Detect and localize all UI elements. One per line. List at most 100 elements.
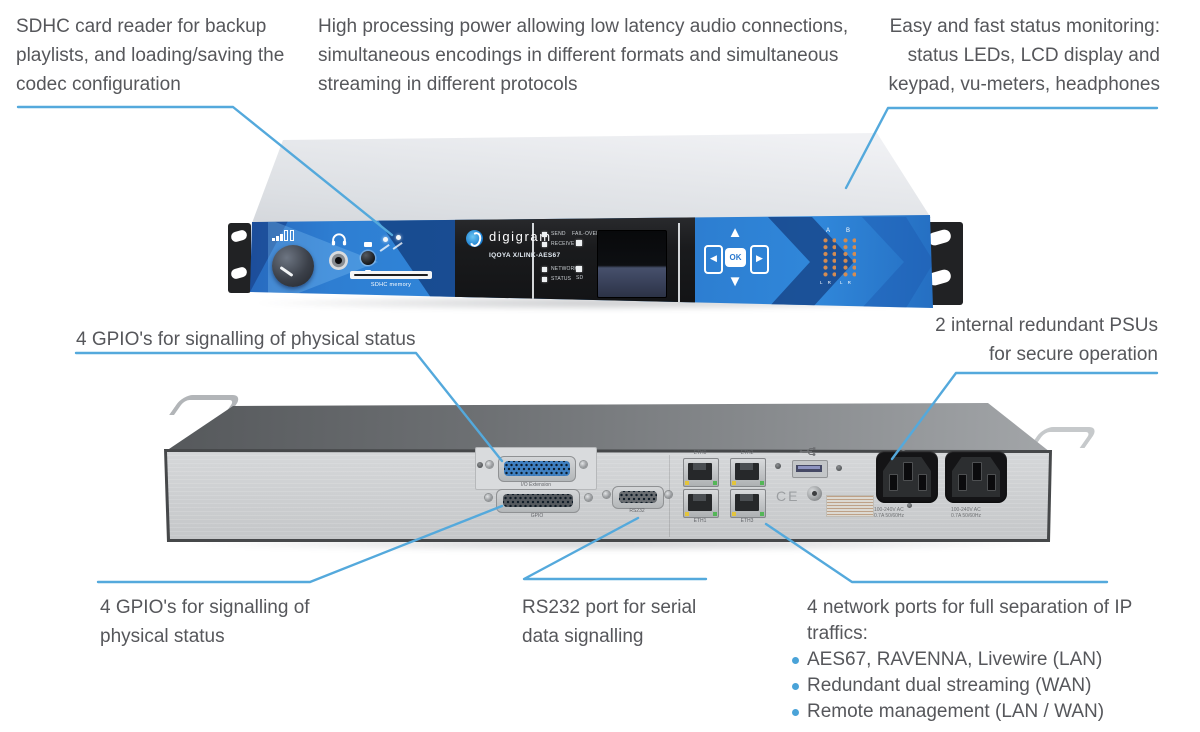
network-led-label: NETWORK (551, 266, 578, 272)
navigation-keypad: ▲ ▼ ◀ ▶ OK (704, 224, 769, 289)
screw (585, 494, 592, 501)
eth2-port (730, 458, 766, 487)
gpio-label: GPIO (530, 513, 544, 519)
lcd-display (597, 230, 667, 298)
note-gpio-bottom: 4 GPIO's for signalling of physical stat… (100, 597, 310, 647)
receive-led (542, 242, 547, 247)
screw (603, 491, 610, 498)
usb-port (792, 460, 828, 478)
eth0-label: ETH0 (693, 450, 707, 456)
vu-led-column-a (821, 237, 836, 278)
brand-text: digigram (489, 229, 552, 244)
rack-hole (229, 265, 249, 281)
eth3-port (730, 489, 766, 518)
arrow-right-button: ▶ (750, 245, 769, 274)
mic-button (361, 251, 375, 265)
sdhc-card-slot (350, 271, 432, 279)
note-network-ports: 4 network ports for full separation of I… (790, 595, 1198, 725)
eth-led-green (760, 512, 764, 516)
note-rs232: RS232 port for serial data signalling (522, 597, 697, 647)
network-bullet-lan: AES67, RAVENNA, Livewire (LAN) (790, 647, 1198, 673)
receive-led-label: RECEIVE (551, 241, 575, 247)
rack-ear-left (228, 223, 251, 293)
arrow-up-button: ▲ (727, 224, 743, 241)
screw (907, 503, 912, 508)
eth-led-green (760, 481, 764, 485)
iec-pin (889, 474, 898, 491)
failover-led (576, 240, 582, 246)
db25-pins (504, 461, 570, 476)
model-text: IQOYA X/LINK-AES67 (489, 252, 561, 259)
eth-led-yellow (685, 481, 689, 485)
vu-group-b-label: B (845, 228, 850, 234)
iec-pin (958, 474, 967, 491)
psu1-iec-inlet (876, 451, 938, 503)
network-bullet-mgmt: Remote management (LAN / WAN) (790, 699, 1198, 725)
status-led (542, 277, 547, 282)
panel-hole (836, 465, 842, 471)
panel-hole (775, 463, 781, 469)
front-panel-device: SDHC memory digigram IQOYA X/LINK-AES67 … (228, 131, 965, 311)
led-caption-mark (379, 243, 390, 252)
volume-knob (272, 245, 314, 287)
rj45-opening (735, 463, 759, 480)
vu-channels-b-label: L R (840, 280, 853, 285)
rj45-tab (693, 463, 706, 470)
eth-led-green (713, 481, 717, 485)
eth-led-yellow (732, 512, 736, 516)
db25-pins (503, 494, 573, 507)
send-led-label: SEND (551, 231, 566, 237)
usb-icon (799, 447, 816, 456)
display-section: digigram IQOYA X/LINK-AES67 SEND RECEIVE… (455, 215, 695, 308)
panel-hole (477, 462, 483, 468)
gpio-db25-port (496, 489, 580, 513)
network-led (542, 267, 547, 272)
status-led (383, 237, 388, 242)
network-ports-title: 4 network ports for full separation of I… (807, 597, 1132, 644)
vu-group-a-label: A (825, 228, 830, 234)
io-extension-label: I/O Extension (520, 482, 551, 488)
rj45-tab (740, 463, 753, 470)
network-bullet-wan: Redundant dual streaming (WAN) (790, 673, 1198, 699)
headphone-jack (329, 251, 348, 270)
rating-sticker (826, 495, 874, 517)
screw (665, 491, 672, 498)
digigram-logo-icon (466, 230, 483, 247)
eth-led-green (713, 512, 717, 516)
sd-led-label: SD (576, 275, 584, 281)
sd-led (576, 266, 582, 272)
rj45-opening (735, 494, 759, 511)
status-led (396, 235, 401, 240)
eth1-port (683, 489, 719, 518)
vu-meters: A B L R L R (813, 228, 883, 292)
rj45-opening (688, 463, 712, 480)
rj45-tab (740, 494, 753, 501)
note-gpio-mid: 4 GPIO's for signalling of physical stat… (76, 329, 416, 350)
iec-opening (952, 457, 1000, 497)
note-psu: 2 internal redundant PSUs for secure ope… (935, 315, 1158, 365)
rack-hole (229, 228, 249, 244)
io-extension-db25-port (498, 456, 576, 482)
note-processing-power: High processing power allowing low laten… (318, 16, 849, 95)
vu-led-column-b (841, 237, 856, 278)
eth-led-yellow (732, 481, 736, 485)
send-led (542, 232, 547, 237)
mic-in-icon (364, 242, 372, 247)
eth1-label: ETH1 (693, 518, 707, 524)
knob-pointer (279, 265, 294, 278)
db9-pins (619, 491, 657, 503)
rs232-label: RS232 (629, 508, 645, 514)
screw (580, 461, 587, 468)
failover-led-label: FAIL-OVER (572, 231, 600, 237)
ce-mark: CE (776, 488, 800, 504)
psu2-rating: 100-240V AC 0.7A 50/60Hz (951, 507, 981, 519)
rj45-tab (693, 494, 706, 501)
psu2-rating-line1: 100-240V AC (951, 507, 981, 513)
status-led-label: STATUS (551, 276, 572, 282)
vu-channels-a-label: L R (820, 280, 833, 285)
screw (485, 494, 492, 501)
psu1-rating-line1: 100-240V AC (874, 507, 904, 513)
eth-led-yellow (685, 512, 689, 516)
arrow-left-button: ◀ (704, 245, 723, 274)
